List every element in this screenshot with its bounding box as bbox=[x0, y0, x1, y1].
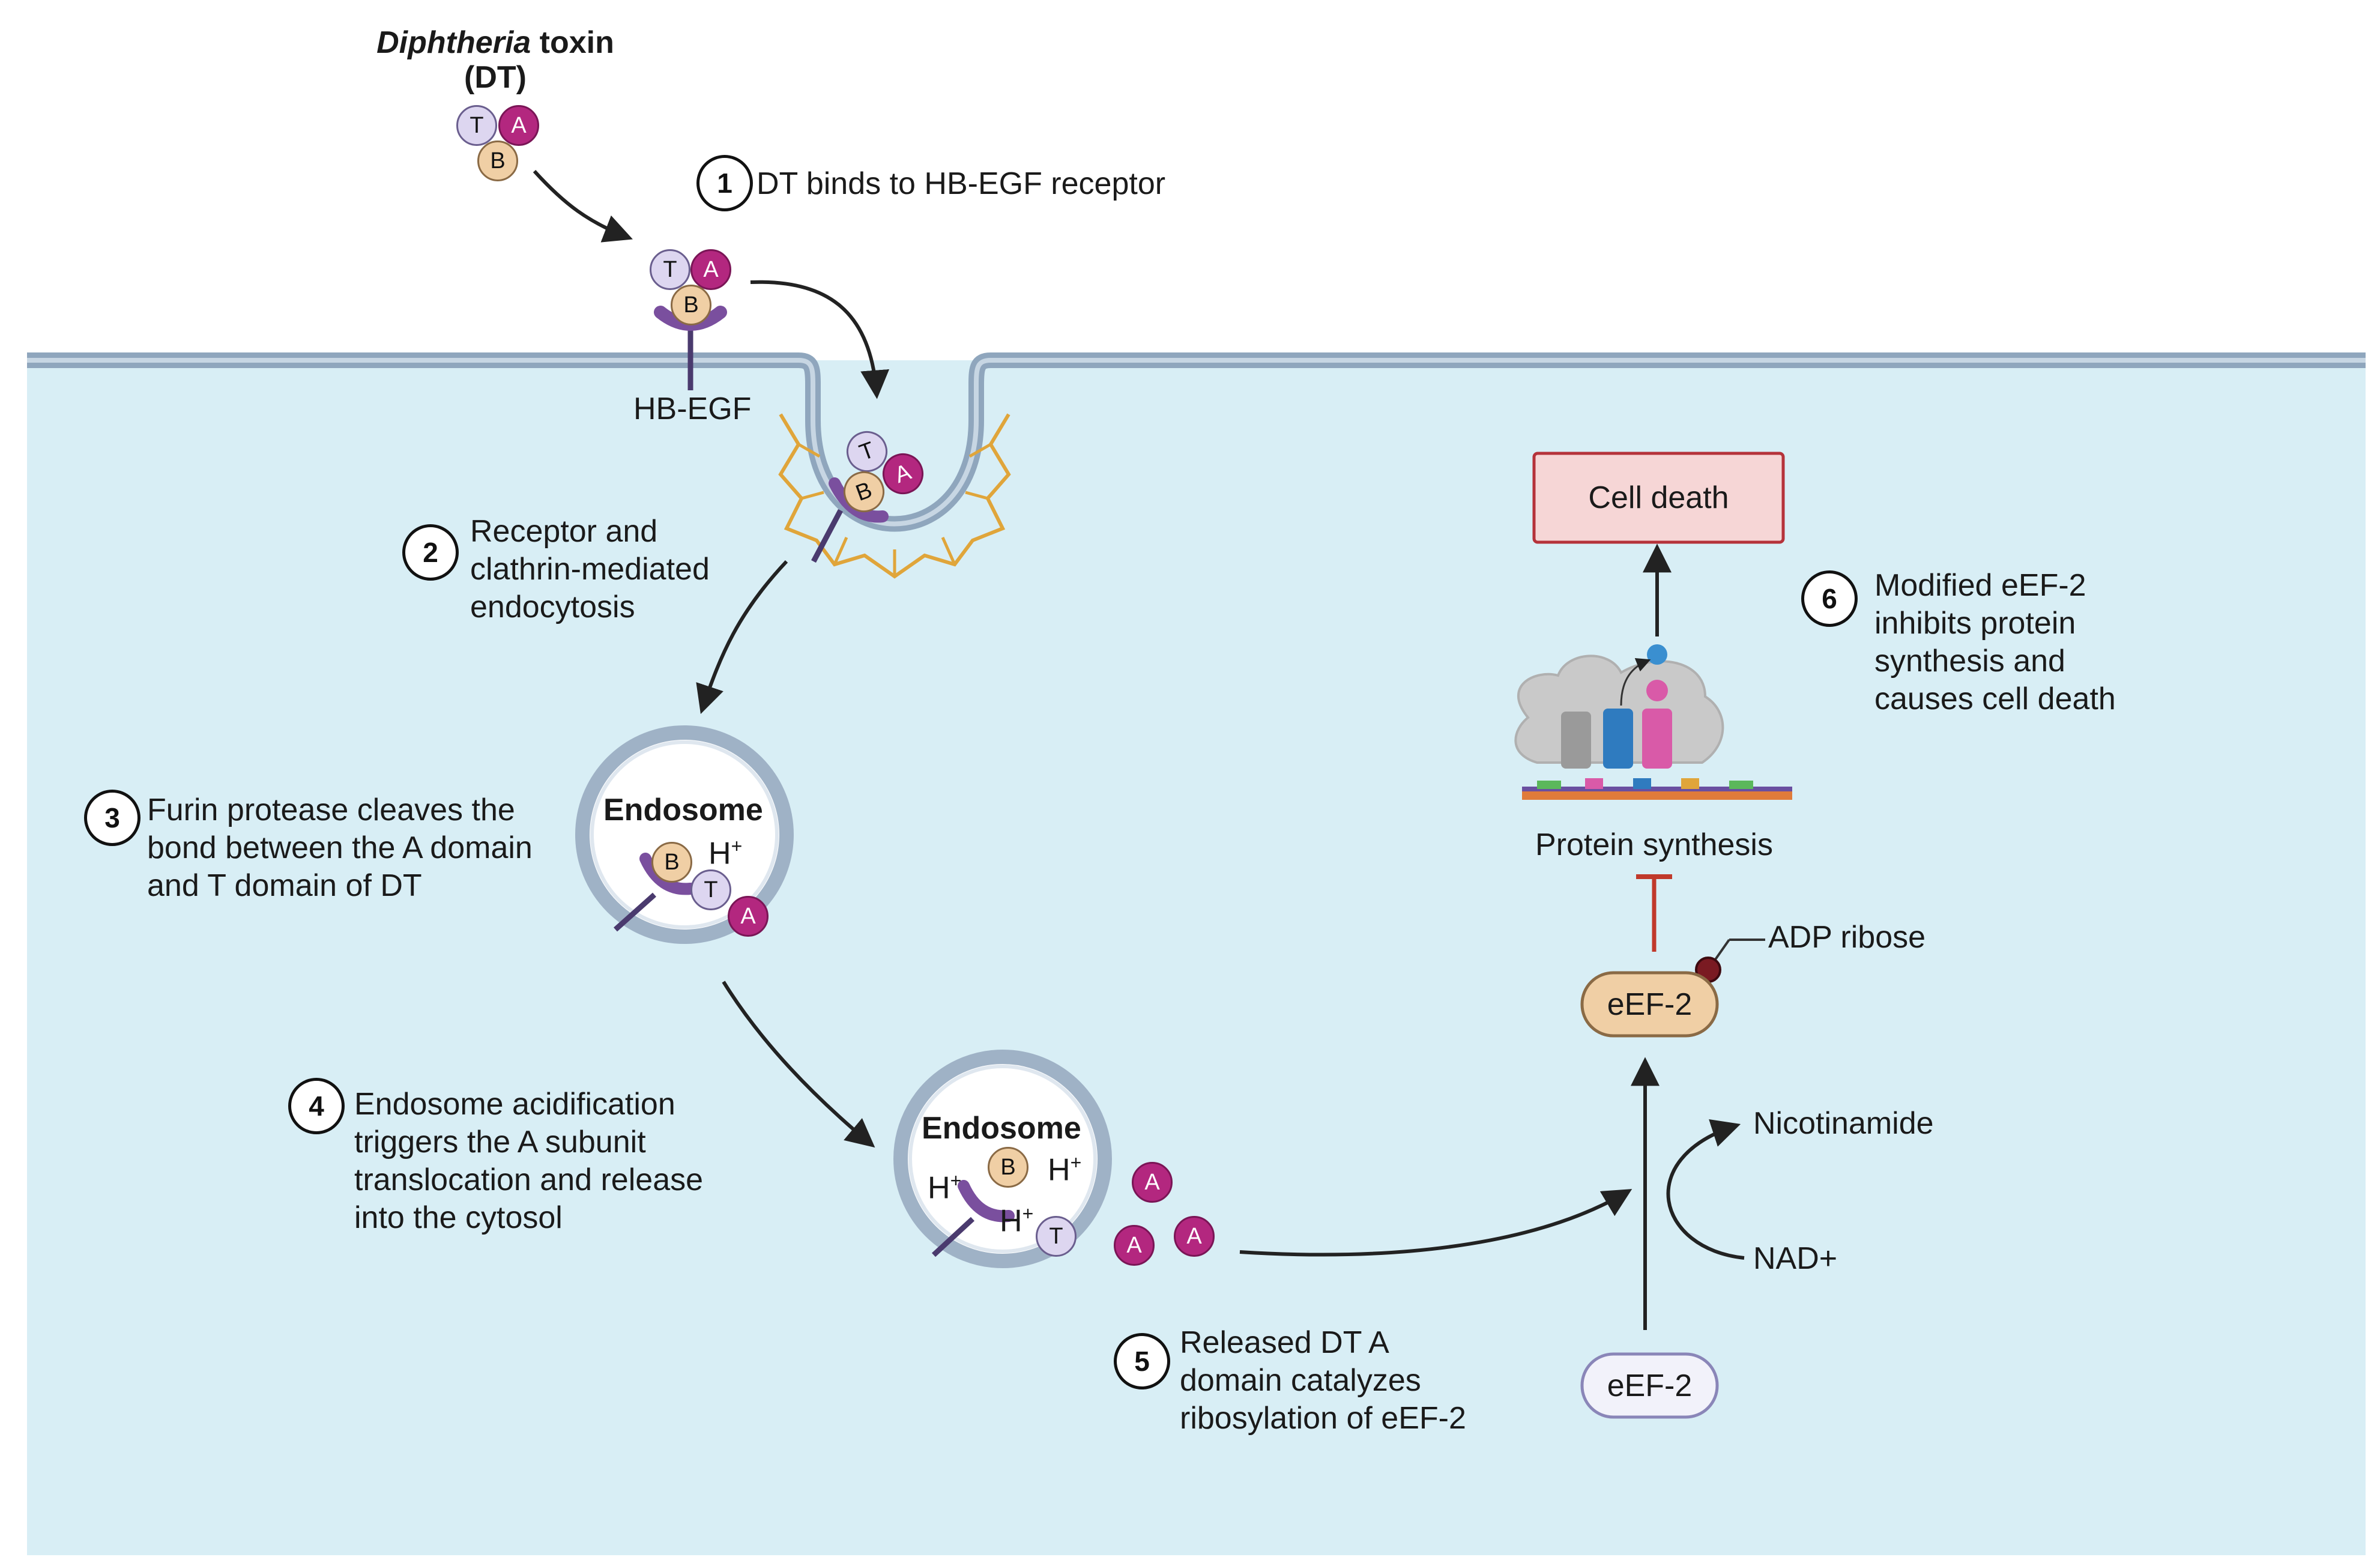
subunit-t-free: T bbox=[456, 105, 497, 146]
arrow-release-to-reaction bbox=[1239, 1189, 1632, 1257]
ribosome-icon bbox=[1514, 644, 1792, 800]
cell-death-box bbox=[1532, 452, 1785, 544]
subunit-b-bound: B bbox=[671, 285, 711, 325]
subunit-a-endosome-1: A bbox=[728, 896, 769, 937]
protein-synthesis-label: Protein synthesis bbox=[1535, 827, 1773, 862]
nicotinamide-label: Nicotinamide bbox=[1753, 1106, 1934, 1141]
proton-2b: H+ bbox=[1048, 1144, 1081, 1189]
step-2-text: Receptor and clathrin-mediated endocytos… bbox=[470, 513, 710, 626]
arrow-into-pit bbox=[750, 280, 890, 399]
step-6-line-1: Modified eEF-2 bbox=[1874, 568, 2086, 603]
step-3-line-1: Furin protease cleaves the bbox=[147, 793, 515, 827]
step-5-line-3: ribosylation of eEF-2 bbox=[1180, 1401, 1466, 1436]
cell-death-label: Cell death bbox=[1588, 480, 1729, 515]
step-5-line-1: Released DT A bbox=[1180, 1325, 1389, 1360]
nad-label: NAD+ bbox=[1753, 1241, 1838, 1276]
step-4-line-4: into the cytosol bbox=[354, 1200, 563, 1235]
proton-2c-sup: + bbox=[1022, 1203, 1034, 1224]
arrow-toxin-to-receptor bbox=[533, 169, 633, 243]
step-4-number: 4 bbox=[288, 1078, 345, 1134]
step-6-line-3: synthesis and bbox=[1874, 644, 2065, 679]
toxin-abbrev: (DT) bbox=[464, 60, 527, 95]
step-6-number: 6 bbox=[1801, 570, 1858, 627]
step-4-line-1: Endosome acidification bbox=[354, 1087, 675, 1122]
proton-2b-sup: + bbox=[1070, 1152, 1082, 1173]
inhibition-symbol bbox=[1636, 874, 1672, 952]
step-3-number: 3 bbox=[84, 790, 140, 846]
proton-1-text: H bbox=[708, 836, 731, 871]
proton-2b-text: H bbox=[1048, 1152, 1071, 1188]
step-1-line-1: DT binds to HB-EGF receptor bbox=[757, 166, 1166, 201]
subunit-t-bound: T bbox=[650, 249, 690, 290]
eef2-modified-pill bbox=[1580, 971, 1719, 1038]
arrow-nicotinamide bbox=[1666, 1119, 1745, 1260]
step-1-number: 1 bbox=[696, 155, 753, 211]
step-3-line-2: bond between the A domain bbox=[147, 830, 533, 865]
subunit-a-free: A bbox=[498, 105, 539, 146]
subunit-t-endosome-2: T bbox=[1036, 1216, 1077, 1257]
step-1-text: DT binds to HB-EGF receptor bbox=[757, 165, 1165, 203]
step-5-text: Released DT A domain catalyzes ribosylat… bbox=[1180, 1324, 1466, 1438]
eef2-label: eEF-2 bbox=[1607, 1368, 1693, 1403]
subunit-b-free: B bbox=[477, 141, 518, 181]
endosome-label-1: Endosome bbox=[603, 793, 763, 827]
endosome-1 bbox=[575, 725, 794, 944]
cytosol-region bbox=[27, 360, 2366, 1555]
released-a-1: A bbox=[1132, 1162, 1173, 1203]
endosome-label-2: Endosome bbox=[922, 1111, 1081, 1146]
receptor-label: HB-EGF bbox=[633, 392, 752, 426]
toxin-title: Diphtheria toxin bbox=[360, 24, 630, 62]
step-6-line-2: inhibits protein bbox=[1874, 606, 2076, 641]
step-6-line-4: causes cell death bbox=[1874, 682, 2116, 716]
eef2-modified-label: eEF-2 bbox=[1607, 987, 1693, 1022]
proton-2a-sup: + bbox=[950, 1170, 962, 1191]
toxin-title-rest: toxin bbox=[531, 25, 614, 60]
adp-ribose-label: ADP ribose bbox=[1768, 920, 1926, 955]
proton-1-sup: + bbox=[731, 835, 743, 857]
step-2-line-1: Receptor and bbox=[470, 514, 658, 549]
step-4-line-3: translocation and release bbox=[354, 1162, 704, 1197]
subunit-t-endosome-1: T bbox=[690, 869, 731, 910]
released-a-2: A bbox=[1114, 1225, 1155, 1266]
step-3-line-3: and T domain of DT bbox=[147, 868, 422, 903]
step-5-number: 5 bbox=[1114, 1333, 1170, 1389]
arrow-to-endosome bbox=[696, 560, 788, 715]
subunit-b-endosome-1: B bbox=[651, 842, 692, 883]
proton-2a-text: H bbox=[928, 1170, 950, 1206]
step-3-text: Furin protease cleaves the bond between … bbox=[147, 791, 533, 905]
step-2-line-3: endocytosis bbox=[470, 590, 635, 624]
proton-1: H+ bbox=[708, 827, 742, 872]
step-2-number: 2 bbox=[402, 524, 459, 581]
eef2-pill bbox=[1580, 1352, 1719, 1419]
proton-2c: H+ bbox=[1000, 1195, 1033, 1240]
step-2-line-2: clathrin-mediated bbox=[470, 552, 710, 587]
subunit-a-bound: A bbox=[690, 249, 731, 290]
arrow-to-acidification bbox=[722, 981, 875, 1148]
subunit-b-endosome-2: B bbox=[988, 1147, 1028, 1188]
proton-2c-text: H bbox=[1000, 1203, 1022, 1239]
step-4-text: Endosome acidification triggers the A su… bbox=[354, 1086, 703, 1237]
proton-2a: H+ bbox=[928, 1162, 961, 1207]
step-4-line-2: triggers the A subunit bbox=[354, 1125, 646, 1159]
step-5-line-2: domain catalyzes bbox=[1180, 1363, 1421, 1398]
released-a-3: A bbox=[1174, 1216, 1215, 1257]
toxin-title-italic: Diphtheria bbox=[376, 25, 531, 60]
step-6-text: Modified eEF-2 inhibits protein synthesi… bbox=[1874, 567, 2116, 718]
